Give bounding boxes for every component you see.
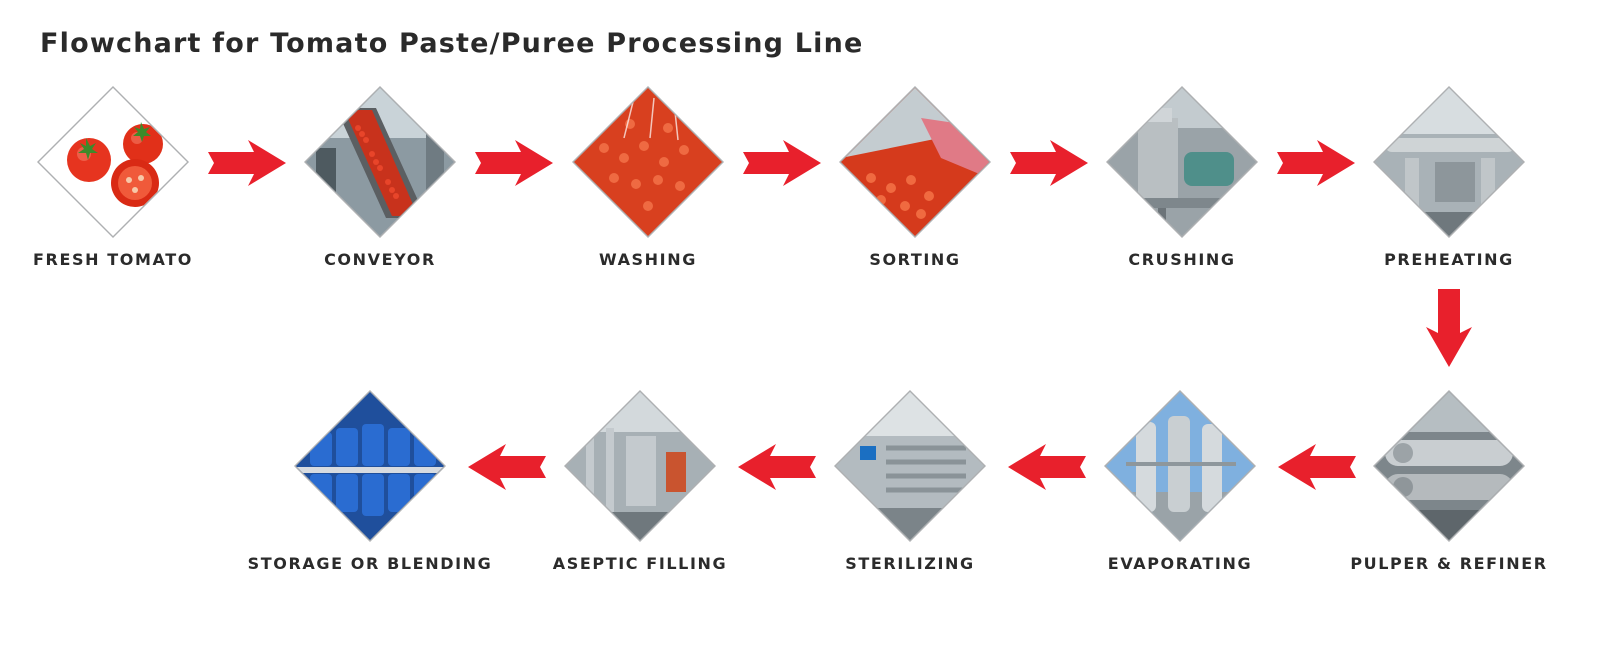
step-label: CRUSHING: [1128, 250, 1236, 269]
page-title: Flowchart for Tomato Paste/Puree Process…: [40, 28, 864, 59]
arrow-down-icon: [1426, 289, 1472, 367]
sorting-image: [839, 86, 991, 238]
pulper-refiner-image: [1373, 390, 1525, 542]
preheating-equipment-image: [1373, 86, 1525, 238]
conveyor-image: [304, 86, 456, 238]
step-label: FRESH TOMATO: [33, 250, 193, 269]
arrow-right-icon: [743, 140, 821, 186]
step-label: STORAGE OR BLENDING: [247, 554, 493, 573]
aseptic-filler-image: [564, 390, 716, 542]
sterilizer-image: [834, 390, 986, 542]
arrow-right-icon: [1277, 140, 1355, 186]
arrow-left-icon: [1278, 444, 1356, 490]
arrow-right-icon: [475, 140, 553, 186]
step-label: ASEPTIC FILLING: [552, 554, 728, 573]
step-label: STERILIZING: [845, 554, 975, 573]
washing-image: [572, 86, 724, 238]
step-label: PULPER & REFINER: [1350, 554, 1548, 573]
arrow-right-icon: [1010, 140, 1088, 186]
crushing-machine-image: [1106, 86, 1258, 238]
evaporator-image: [1104, 390, 1256, 542]
arrow-left-icon: [468, 444, 546, 490]
step-label: SORTING: [869, 250, 961, 269]
step-label: WASHING: [599, 250, 697, 269]
arrow-right-icon: [208, 140, 286, 186]
storage-drums-image: [294, 390, 446, 542]
step-label: EVAPORATING: [1107, 554, 1253, 573]
step-label: CONVEYOR: [324, 250, 436, 269]
fresh-tomato-image: [37, 86, 189, 238]
step-label: PREHEATING: [1384, 250, 1514, 269]
arrow-left-icon: [1008, 444, 1086, 490]
arrow-left-icon: [738, 444, 816, 490]
